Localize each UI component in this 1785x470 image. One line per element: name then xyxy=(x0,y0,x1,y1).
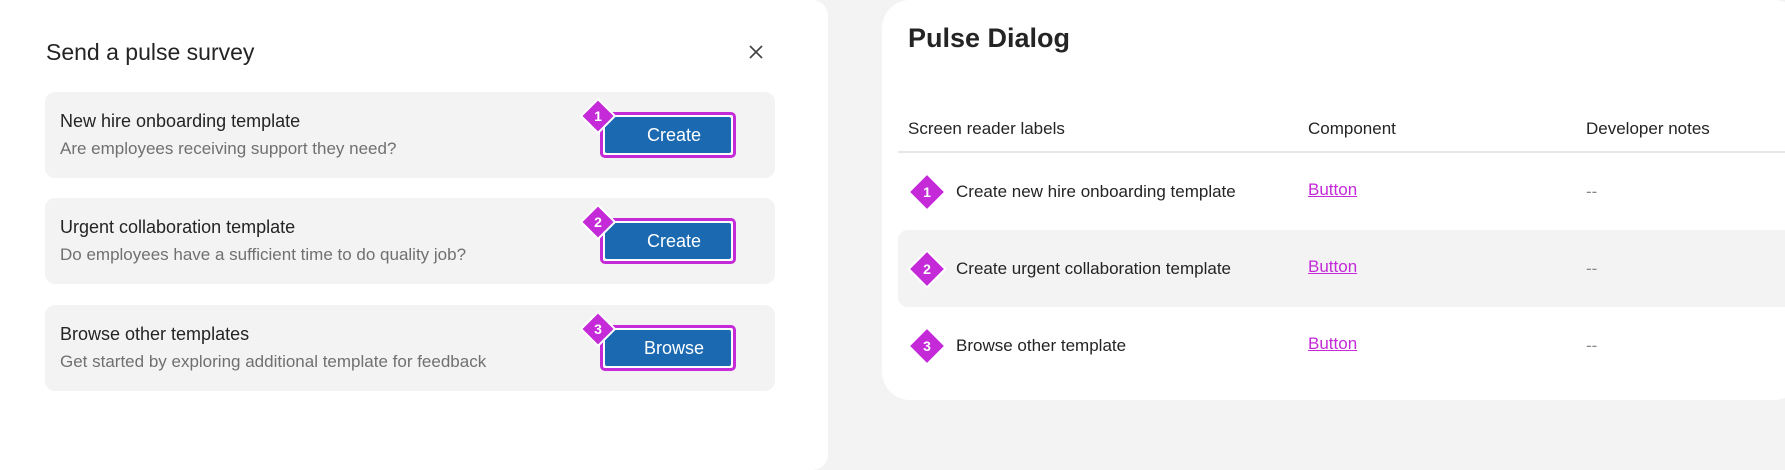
badge-number: 1 xyxy=(923,184,931,200)
column-header: Screen reader labels xyxy=(908,119,1065,138)
browse-button[interactable]: Browse 3 xyxy=(579,310,736,371)
badge-number: 3 xyxy=(923,338,931,354)
component-link[interactable]: Button xyxy=(1308,257,1358,276)
developer-notes: -- xyxy=(1586,259,1598,278)
dialog-title: Send a pulse survey xyxy=(46,39,255,65)
create-new-hire-button[interactable]: Create 1 xyxy=(579,97,736,158)
template-card-browse: Browse other templates Get started by ex… xyxy=(45,305,775,391)
annotation-badge: 2 xyxy=(907,249,947,289)
card-subtitle: Are employees receiving support they nee… xyxy=(60,139,397,158)
template-card-urgent-collaboration: Urgent collaboration template Do employe… xyxy=(45,198,775,284)
table-row: 2 Create urgent collaboration template B… xyxy=(898,230,1785,307)
button-label: Create xyxy=(605,117,731,153)
card-subtitle: Do employees have a sufficient time to d… xyxy=(60,245,467,264)
column-header: Developer notes xyxy=(1586,119,1710,138)
button-label: Browse xyxy=(605,330,731,366)
annotation-badge: 3 xyxy=(579,310,617,348)
pulse-survey-dialog: Send a pulse survey New hire onboarding … xyxy=(0,0,828,470)
spec-panel: Pulse Dialog Screen reader labels Compon… xyxy=(882,0,1785,400)
screen-reader-label: Create new hire onboarding template xyxy=(956,182,1236,201)
badge-number: 2 xyxy=(923,261,931,277)
header-divider xyxy=(898,151,1785,153)
table-row: 1 Create new hire onboarding template Bu… xyxy=(898,153,1785,230)
card-title: Browse other templates xyxy=(60,324,250,344)
annotation-badge: 1 xyxy=(579,97,617,135)
component-link[interactable]: Button xyxy=(1308,334,1358,353)
annotation-badge: 3 xyxy=(907,326,947,366)
template-card-new-hire: New hire onboarding template Are employe… xyxy=(45,92,775,178)
component-link[interactable]: Button xyxy=(1308,180,1358,199)
developer-notes: -- xyxy=(1586,336,1598,355)
card-title: Urgent collaboration template xyxy=(60,217,296,237)
table-row: 3 Browse other template Button -- xyxy=(898,307,1785,384)
badge-number: 1 xyxy=(594,108,602,124)
spec-title: Pulse Dialog xyxy=(908,23,1071,53)
screen-reader-label: Create urgent collaboration template xyxy=(956,259,1231,278)
badge-number: 2 xyxy=(594,214,602,230)
badge-number: 3 xyxy=(594,321,602,337)
create-urgent-collaboration-button[interactable]: Create 2 xyxy=(579,203,736,264)
close-icon[interactable] xyxy=(744,40,768,64)
annotation-badge: 1 xyxy=(907,172,947,212)
column-header: Component xyxy=(1308,119,1396,138)
card-subtitle: Get started by exploring additional temp… xyxy=(60,352,487,371)
card-title: New hire onboarding template xyxy=(60,111,301,131)
developer-notes: -- xyxy=(1586,182,1598,201)
button-label: Create xyxy=(605,223,731,259)
annotation-badge: 2 xyxy=(579,203,617,241)
screen-reader-label: Browse other template xyxy=(956,336,1127,355)
